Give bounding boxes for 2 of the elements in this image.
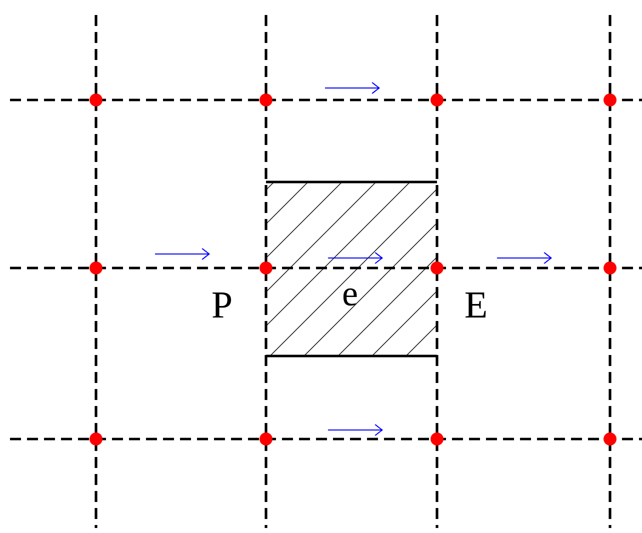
control-volume-box: e xyxy=(266,180,437,358)
point-label: P xyxy=(212,292,232,318)
